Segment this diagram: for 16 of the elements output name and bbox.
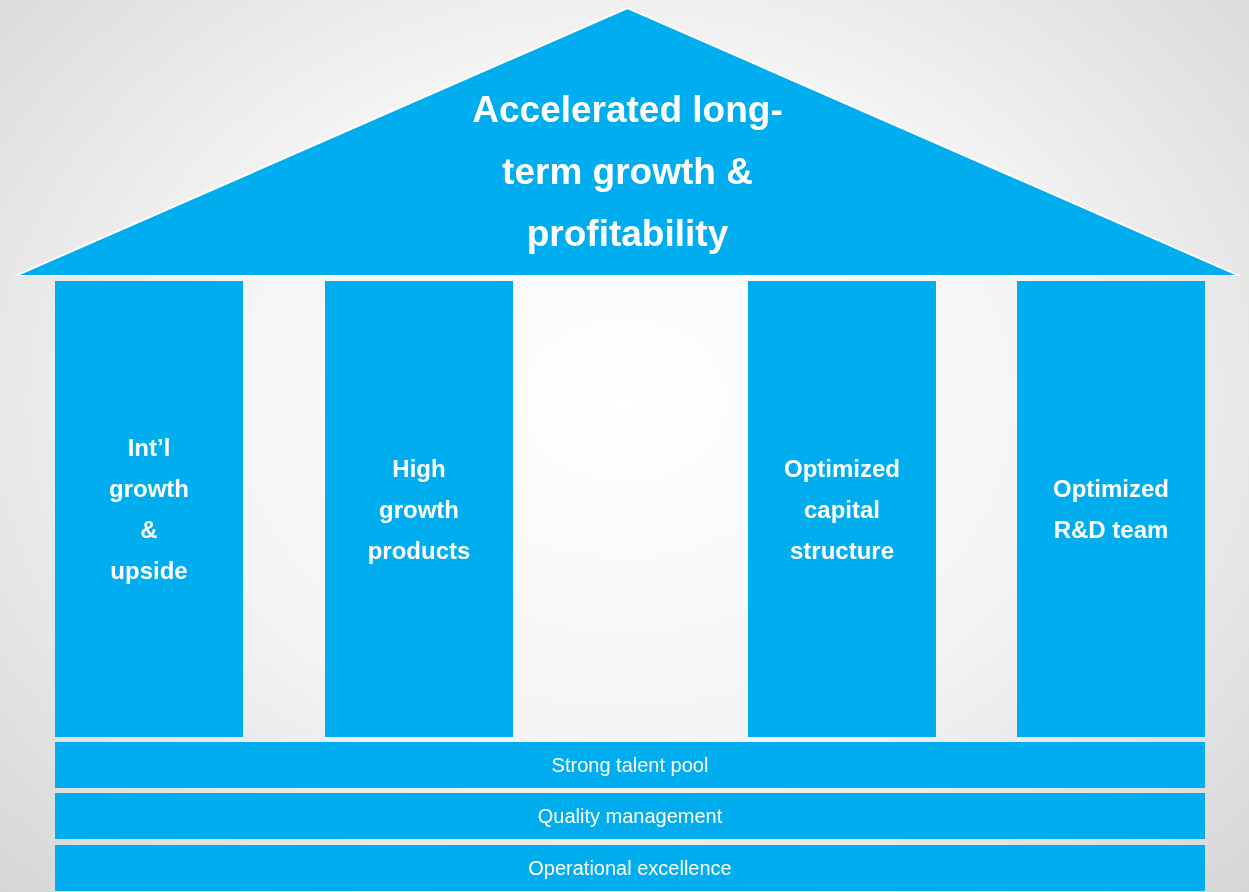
pillar-label: Optimized capital structure (783, 453, 901, 566)
band-label: Quality management (537, 804, 723, 828)
foundation-band (55, 742, 1205, 788)
pillar-box (748, 281, 936, 737)
band-label: Operational excellence (528, 856, 732, 880)
pillar-box (1017, 281, 1205, 737)
roof-title: Accelerated long-term growth & profitability (471, 88, 784, 256)
pillar-box (325, 281, 513, 737)
roof-triangle (15, 8, 1240, 276)
pillar-label: Int’l growth & upside (108, 433, 190, 586)
pillar-box (55, 281, 243, 737)
pillar-label: High growth products (366, 453, 472, 566)
pillar-label: Optimized R&D team (1052, 474, 1170, 545)
foundation-band (55, 845, 1205, 891)
band-label: Strong talent pool (551, 753, 709, 777)
foundation-band (55, 793, 1205, 839)
